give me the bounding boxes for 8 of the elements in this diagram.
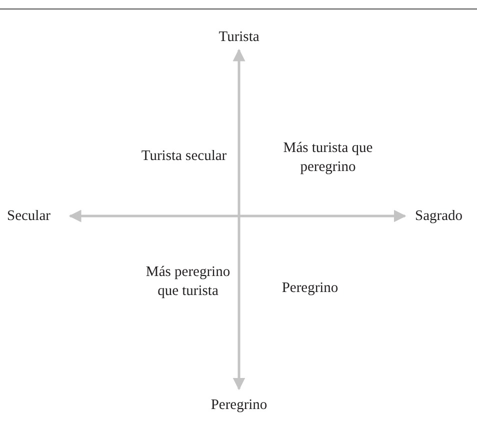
axis-label: Peregrino <box>210 396 268 414</box>
quadrant-label: Más peregrino que turista <box>144 263 232 301</box>
quadrant-label: Peregrino <box>282 278 338 298</box>
axis-label: Secular <box>7 206 50 226</box>
quadrant-label: Turista secular <box>141 146 227 166</box>
axis-label: Turista <box>218 28 260 46</box>
axis-label: Sagrado <box>415 206 463 226</box>
quadrant-label: Más turista que peregrino <box>283 139 373 177</box>
